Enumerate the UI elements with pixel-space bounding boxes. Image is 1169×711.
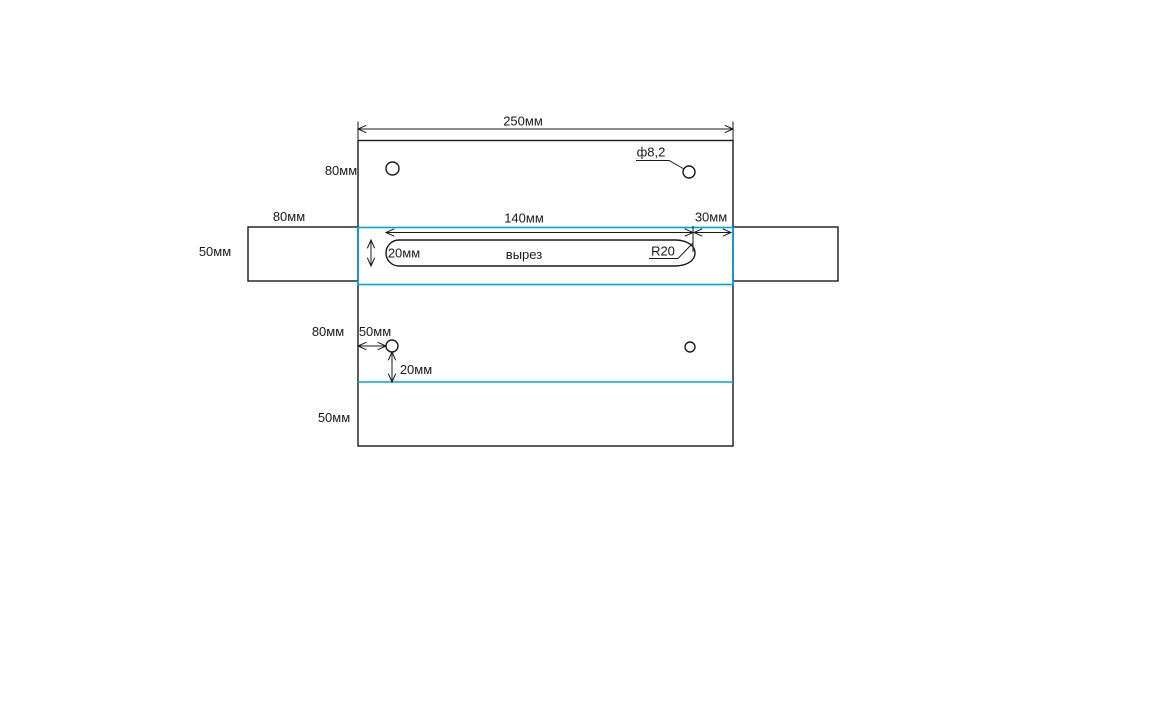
main-body-outline xyxy=(357,139,734,447)
dim-140-label: 140мм xyxy=(504,211,544,226)
lower-section-height-label: 80мм xyxy=(312,324,344,339)
hole-dia-label: ф8,2 xyxy=(637,145,666,160)
hole-top-right xyxy=(682,165,696,179)
dim-20-slot-label: 20мм xyxy=(388,246,420,261)
top-section-height-label: 80мм xyxy=(325,163,357,178)
right-tab-outline xyxy=(732,226,839,282)
dim-30-label: 30мм xyxy=(695,210,727,225)
dim-250-label: 250мм xyxy=(503,114,543,129)
cutout-name-label: вырез xyxy=(506,247,542,262)
dim-50-hole-label: 50мм xyxy=(359,324,391,339)
hole-lower-right xyxy=(684,341,696,353)
hole-dia-leader-line xyxy=(636,160,685,170)
hole-lower-left xyxy=(385,339,399,353)
hole-top-left xyxy=(385,161,400,176)
dim-250-extension-lines xyxy=(357,121,734,140)
left-tab-height-label: 50мм xyxy=(199,244,231,259)
left-tab-outline xyxy=(247,226,359,282)
r20-leader-line xyxy=(649,242,694,259)
left-tab-width-label: 80мм xyxy=(273,209,305,224)
dim-20-hole-label: 20мм xyxy=(400,362,432,377)
highlight-band-rect xyxy=(357,226,734,286)
r20-label: R20 xyxy=(651,244,675,259)
bottom-section-height-label: 50мм xyxy=(318,410,350,425)
